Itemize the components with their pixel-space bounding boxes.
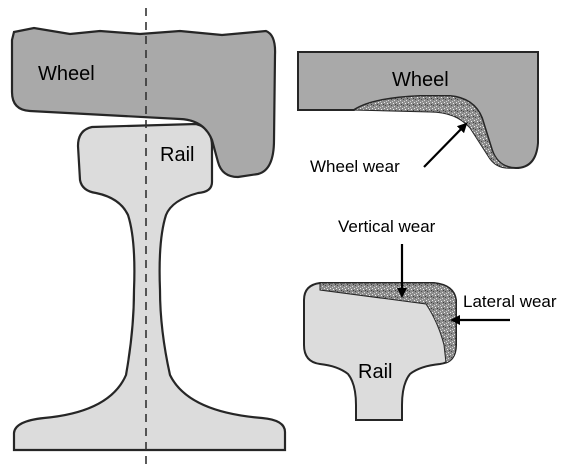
wheel-detail-label: Wheel xyxy=(392,69,449,91)
wheel-wear-region xyxy=(352,95,514,169)
wheel-wear-label: Wheel wear xyxy=(310,157,400,176)
left-rail-shape xyxy=(12,122,287,452)
rail-wear-region xyxy=(319,282,457,364)
left-wheel-shape xyxy=(10,26,277,179)
vertical-wear-label: Vertical wear xyxy=(338,217,436,236)
left-wheel-label: Wheel xyxy=(38,63,95,85)
lateral-wear-label: Lateral wear xyxy=(463,292,557,311)
left-rail-label: Rail xyxy=(160,144,194,166)
wheel-wear-arrow xyxy=(423,122,468,168)
rail-detail-label: Rail xyxy=(358,361,392,383)
